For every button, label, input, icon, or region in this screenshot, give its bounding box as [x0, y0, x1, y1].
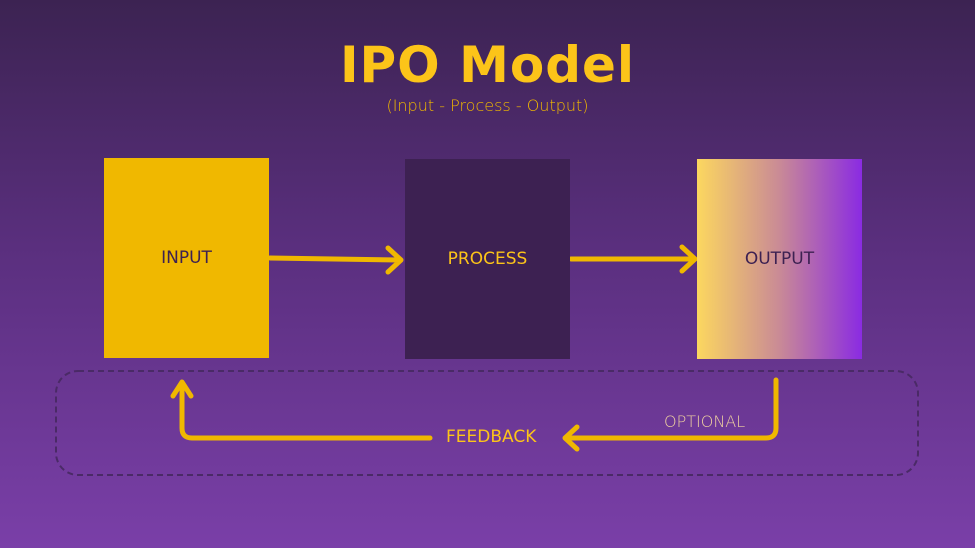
process-label: PROCESS: [447, 249, 528, 269]
process-node: PROCESS: [405, 159, 570, 359]
diagram-subtitle: (Input - Process - Output): [386, 96, 589, 115]
feedback-label: FEEDBACK: [446, 427, 537, 447]
output-label: OUTPUT: [744, 249, 815, 269]
arrow-feedback-optional: [562, 377, 779, 452]
optional-label: OPTIONAL: [664, 412, 746, 431]
feedback-group-border: [55, 370, 919, 476]
input-node: INPUT: [104, 158, 269, 358]
output-node: OUTPUT: [697, 159, 862, 359]
diagram-title: IPO Model: [339, 36, 636, 94]
arrow-process-output: [568, 244, 698, 274]
arrow-feedback-input: [170, 379, 433, 441]
input-label: INPUT: [161, 248, 212, 268]
arrow-input-process: [267, 245, 404, 275]
